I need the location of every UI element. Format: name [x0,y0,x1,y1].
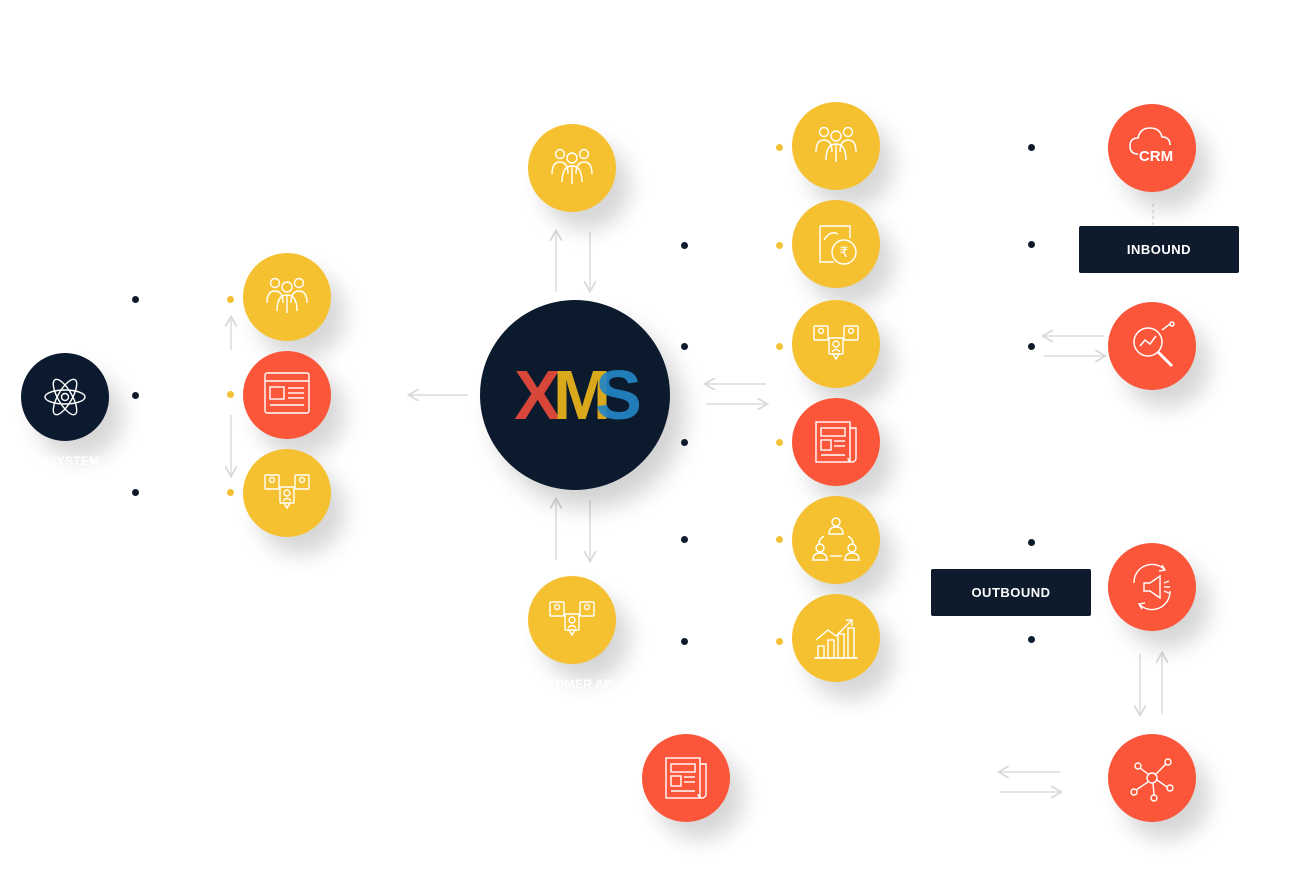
network-node[interactable] [1108,734,1196,822]
ecosystem-label: ECOSYSTEM [22,454,100,468]
customer-group-icon [813,325,859,361]
connector-dot [681,242,688,249]
connector-dot [776,343,783,350]
connector-dot [681,536,688,543]
growth-node[interactable] [792,594,880,682]
inbound-label-box[interactable]: INBOUND [1079,226,1239,273]
customer-node-bottom[interactable] [528,576,616,664]
connector-dot [227,489,234,496]
atom-icon [44,378,86,416]
connector-dot [1028,241,1035,248]
ecosystem-node[interactable] [21,353,109,441]
team-icon [266,277,308,313]
growth-chart-icon [814,619,858,659]
connector-dot [227,296,234,303]
crm-node[interactable]: CRM [1108,104,1196,192]
connector-dot [1028,539,1035,546]
team-node-top[interactable] [528,124,616,212]
connector-dot [776,242,783,249]
browser-node-left[interactable] [243,351,331,439]
xms-letter-s: S [595,356,642,434]
customer-group-icon [264,474,310,510]
crm-text: CRM [1139,148,1173,165]
analytics-magnifier-icon [1133,321,1175,368]
connector-dot [1028,144,1035,151]
rupee-symbol: ₹ [840,245,849,261]
people-exchange-icon [812,517,860,561]
team-node-right[interactable] [792,102,880,190]
megaphone-cycle-icon [1133,563,1171,611]
team-node-left[interactable] [243,253,331,341]
connector-dot [776,144,783,151]
connector-dot [681,343,688,350]
connector-dot [776,439,783,446]
analytics-node[interactable] [1108,302,1196,390]
network-icon [1130,758,1174,802]
connector-dot [776,638,783,645]
news-node-bottom[interactable] [642,734,730,822]
newspaper-icon [665,757,707,799]
connector-dot [681,439,688,446]
connector-dot [132,489,139,496]
crm-cloud-icon: CRM [1129,127,1173,165]
connector-dot [132,392,139,399]
rupee-payment-icon: ₹ [819,225,857,265]
newspaper-icon [815,421,857,463]
xms-letter-x: X [514,356,561,434]
customer-node-right[interactable] [792,300,880,388]
connector-dot [132,296,139,303]
customer-node-left[interactable] [243,449,331,537]
payment-node[interactable]: ₹ [792,200,880,288]
connector-dot [227,391,234,398]
connector-dot [1028,636,1035,643]
browser-window-icon [264,372,310,414]
connector-dot [776,536,783,543]
news-node-right[interactable] [792,398,880,486]
connector-dot [681,638,688,645]
exchange-node[interactable] [792,496,880,584]
connector-dot [1028,343,1035,350]
outbound-label-box[interactable]: OUTBOUND [931,569,1091,616]
campaign-node[interactable] [1108,543,1196,631]
team-icon [551,148,593,184]
customer-label: CUSTOMER AP [522,677,613,691]
team-icon [815,126,857,162]
xms-letter-m: M [552,356,611,434]
customer-group-icon [549,601,595,637]
